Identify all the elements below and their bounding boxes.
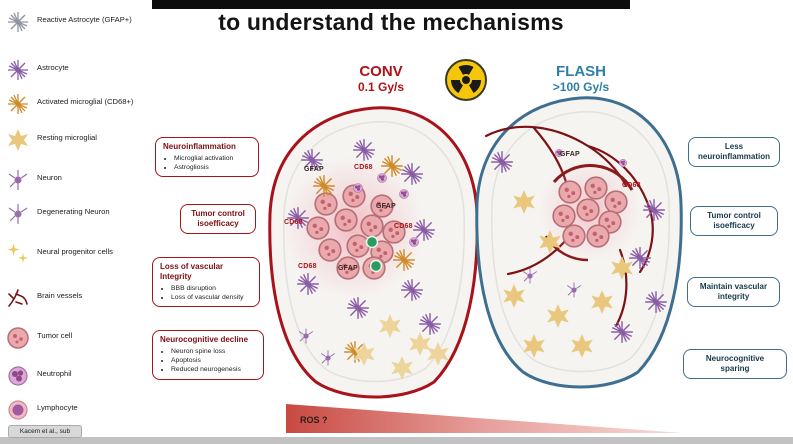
legend-item-brain-vessels: Brain vessels — [6, 286, 148, 310]
legend-item-neutrophil: Neutrophil — [6, 364, 148, 388]
conv-brain-illustration: GFAP CD68 GFAP CD68 CD68 CD68 GFAP — [262, 100, 484, 406]
cd68-label: CD68 — [354, 164, 373, 171]
finding-title: Maintain vascular integrity — [699, 282, 768, 301]
legend-item-degenerating-neuron: Degenerating Neuron — [6, 202, 148, 226]
legend-item-neuron: Neuron — [6, 168, 148, 192]
finding-bullet: Neuron spine loss — [171, 347, 256, 356]
legend-label: Astrocyte — [37, 63, 69, 72]
finding-bullet: Microglial activation — [174, 154, 251, 163]
finding-title: Less neuroinflammation — [697, 142, 770, 161]
conv-finding-box-vascular: Loss of vascular Integrity BBB disruptio… — [152, 257, 260, 308]
finding-title: Tumor control isoefficacy — [191, 209, 245, 228]
resting-microglial-icon — [8, 129, 28, 151]
conv-finding-box-neurocognitive: Neurocognitive decline Neuron spine loss… — [152, 330, 264, 380]
flash-dose-rate: >100 Gy/s — [552, 80, 610, 94]
legend-label: Tumor cell — [37, 331, 73, 340]
ros-gradient-arrow: ROS ? — [286, 402, 684, 436]
conv-heading: CONV 0.1 Gy/s — [326, 63, 436, 94]
degenerating-neuron-icon — [8, 203, 28, 225]
cd68-label: CD68 — [394, 223, 413, 230]
finding-bullet: Apoptosis — [171, 356, 256, 365]
legend-item-tumor-cell: Tumor cell — [6, 326, 148, 350]
legend-label: Neutrophil — [37, 369, 72, 378]
finding-bullet: Reduced neurogenesis — [171, 365, 256, 374]
finding-bullet: Astrogliosis — [174, 163, 251, 172]
finding-bullet: BBB disruption — [171, 284, 252, 293]
neural-progenitor-cells-icon — [7, 243, 28, 263]
conv-name: CONV — [359, 63, 403, 80]
legend-item-neural-progenitor: Neural progenitor cells — [6, 242, 148, 266]
cd68-label: CD68 — [298, 263, 317, 270]
legend-item-astrocyte: Astrocyte — [6, 58, 148, 82]
flash-finding-box-neurocognitive: Neurocognitive sparing — [683, 349, 787, 379]
citation: Kacem et al., sub — [8, 425, 82, 438]
finding-title: Neurocognitive decline — [160, 335, 249, 344]
cd68-label: CD68 — [284, 219, 303, 226]
finding-title: Loss of vascular Integrity — [160, 262, 224, 281]
cd68-label: CD68 — [622, 182, 641, 189]
finding-title: Neuroinflammation — [163, 142, 236, 151]
legend-label: Brain vessels — [37, 291, 83, 300]
top-bar — [152, 0, 630, 9]
gfap-label: GFAP — [560, 151, 580, 158]
tumor-cell-icon — [7, 327, 29, 349]
gfap-label: GFAP — [304, 166, 324, 173]
ros-label: ROS ? — [300, 415, 328, 425]
reactive-astrocyte-icon — [7, 11, 29, 33]
flash-finding-box-tumor-control: Tumor control isoefficacy — [690, 206, 778, 236]
legend-item-resting-microglial: Resting microglial — [6, 128, 148, 152]
legend-label: Reactive Astrocyte (GFAP+) — [37, 15, 132, 24]
neuron-icon — [8, 169, 28, 191]
flash-finding-box-neuroinflammation: Less neuroinflammation — [688, 137, 780, 167]
flash-name: FLASH — [556, 63, 606, 80]
legend-label: Activated microglial (CD68+) — [37, 97, 134, 106]
cell-type-legend: Reactive Astrocyte (GFAP+) Astrocyte Act… — [4, 0, 152, 424]
finding-title: Tumor control isoefficacy — [707, 211, 761, 230]
legend-label: Degenerating Neuron — [37, 207, 110, 216]
bottom-strip — [0, 437, 793, 444]
legend-item-activated-microglial: Activated microglial (CD68+) — [6, 92, 148, 116]
finding-bullet: Loss of vascular density — [171, 293, 252, 302]
legend-label: Neural progenitor cells — [37, 247, 113, 256]
legend-item-lymphocyte: Lymphocyte — [6, 398, 148, 422]
legend-label: Neuron — [37, 173, 62, 182]
lymphocyte-icon — [8, 400, 28, 420]
legend-item-reactive-astrocyte: Reactive Astrocyte (GFAP+) — [6, 10, 148, 34]
flash-brain-illustration: GFAP CD68 — [470, 90, 688, 396]
astrocyte-icon — [7, 59, 29, 81]
conv-finding-box-tumor-control: Tumor control isoefficacy — [180, 204, 256, 234]
finding-title: Neurocognitive sparing — [705, 354, 765, 373]
conv-lymphocytes — [365, 235, 383, 273]
activated-microglial-icon — [7, 93, 29, 115]
brain-vessels-icon — [8, 289, 28, 307]
legend-label: Resting microglial — [37, 133, 97, 142]
flash-finding-box-vascular: Maintain vascular integrity — [687, 277, 780, 307]
conv-finding-box-neuroinflammation: Neuroinflammation Microglial activation … — [155, 137, 259, 178]
gfap-label: GFAP — [376, 203, 396, 210]
gfap-label: GFAP — [338, 265, 358, 272]
conv-dose-rate: 0.1 Gy/s — [357, 80, 405, 94]
page-title: to understand the mechanisms — [218, 9, 564, 35]
neutrophil-icon — [8, 366, 28, 386]
legend-label: Lymphocyte — [37, 403, 78, 412]
radiation-hazard-icon — [445, 59, 487, 101]
flash-heading: FLASH >100 Gy/s — [526, 63, 636, 94]
